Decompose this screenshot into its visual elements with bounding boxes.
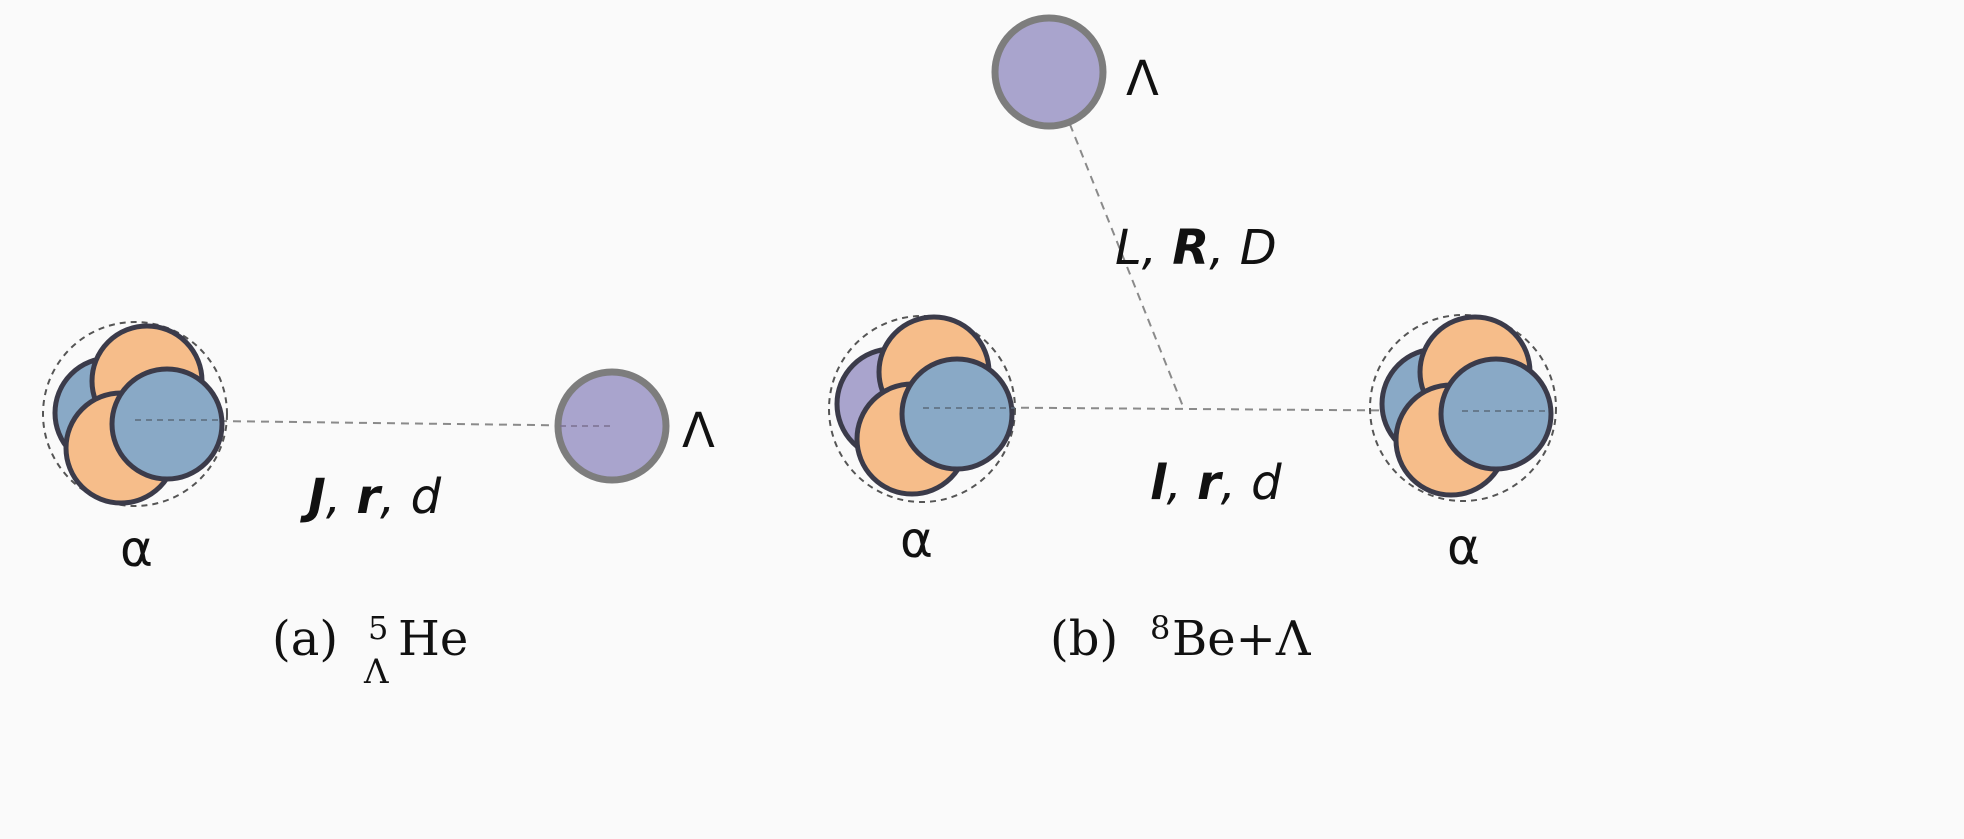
- caption-a-element: He: [398, 611, 468, 667]
- coord-sep-2: ,: [1209, 220, 1240, 276]
- coord-sep-1: ,: [1166, 455, 1197, 511]
- coord-D: D: [1240, 220, 1277, 276]
- panel-a: Λ α J, r, d (a) 5 Λ He: [42, 321, 715, 692]
- alpha-label-b-right: α: [1447, 518, 1480, 576]
- caption-b-element: Be+Λ: [1172, 611, 1312, 667]
- alpha-boundary: [828, 315, 1016, 503]
- caption-a-prefix: (a): [272, 611, 338, 667]
- caption-a-mass-number: 5: [368, 609, 388, 647]
- caption-b: (b) 8 Be+Λ: [1050, 609, 1312, 667]
- alpha-label-b-left: α: [900, 511, 933, 569]
- lambda-particle-a: [554, 368, 670, 484]
- proton-front: [109, 366, 225, 482]
- coord-d: d: [1251, 455, 1282, 511]
- alpha-boundary: [1369, 314, 1557, 502]
- coord-l: l: [1150, 455, 1167, 511]
- coord-label-a: J, r, d: [300, 469, 442, 525]
- lambda-label-b: Λ: [1126, 51, 1159, 107]
- lambda-particle-b: [991, 14, 1107, 130]
- lambda-circle: [991, 14, 1107, 130]
- alpha-boundary: [42, 321, 228, 507]
- coord-r: r: [356, 469, 383, 525]
- coord-R: R: [1172, 220, 1209, 276]
- caption-b-mass-number: 8: [1150, 609, 1170, 647]
- alpha-cluster-a: [42, 321, 228, 507]
- coord-j: J: [300, 469, 326, 525]
- caption-a-subscript: Λ: [363, 652, 389, 692]
- proton-front: [1438, 356, 1554, 472]
- coord-label-alpha-alpha: l, r, d: [1150, 455, 1282, 511]
- alpha-cluster-b-right: [1369, 314, 1557, 502]
- panel-b: Λ L, R, D l, r, d α α (b) 8 Be+Λ: [828, 14, 1557, 667]
- alpha-label-a: α: [120, 520, 153, 578]
- coord-sep-2: ,: [380, 469, 411, 525]
- lambda-label-a: Λ: [682, 403, 715, 459]
- caption-b-prefix: (b): [1050, 611, 1118, 667]
- coord-d: d: [411, 469, 442, 525]
- coord-label-lambda: L, R, D: [1115, 220, 1277, 276]
- coord-sep-1: ,: [326, 469, 357, 525]
- coord-sep-1: ,: [1142, 220, 1173, 276]
- coord-r: r: [1197, 455, 1224, 511]
- alpha-lambda-bond-a: [134, 419, 613, 427]
- coord-L: L: [1115, 220, 1142, 276]
- coord-sep-2: ,: [1221, 455, 1252, 511]
- lambda-circle: [554, 368, 670, 484]
- proton-front: [899, 356, 1015, 472]
- alpha-cluster-b-left: [828, 314, 1016, 503]
- caption-a: (a) 5 Λ He: [272, 609, 468, 692]
- lambda-bond-b: [1048, 71, 1185, 410]
